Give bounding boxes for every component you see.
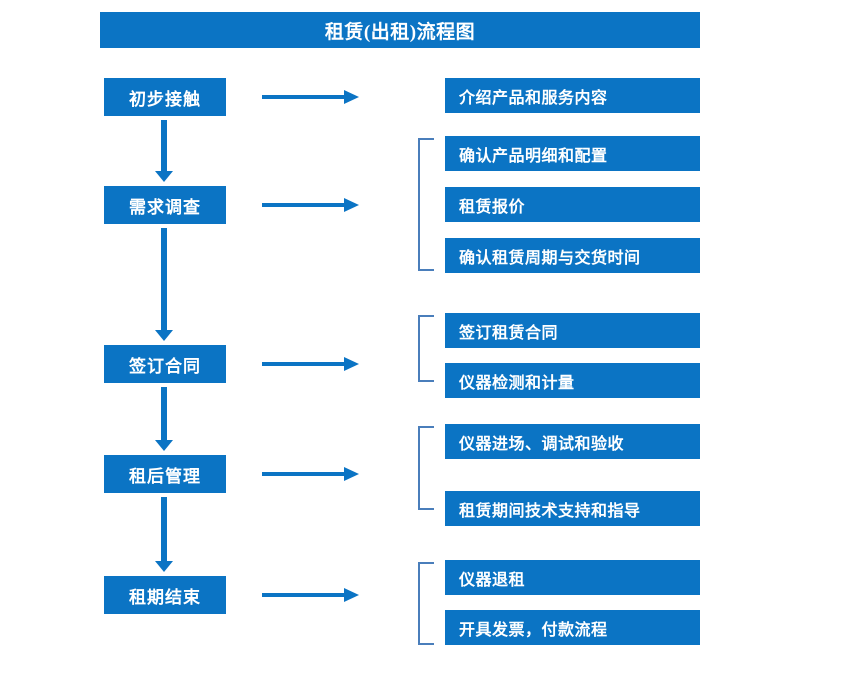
detail-box-intro-products[interactable]: 介绍产品和服务内容 [445,78,700,113]
horizontal-arrow-3 [262,357,362,371]
stage-box-zuqi-jieshu[interactable]: 租期结束 [104,576,226,614]
horizontal-arrow-5 [262,588,362,602]
stage-box-qianding-hetong[interactable]: 签订合同 [104,345,226,383]
page-title: 租赁(出租)流程图 [100,12,700,48]
stage-box-xuqiu-diaocha[interactable]: 需求调查 [104,186,226,224]
detail-box-confirm-product-config[interactable]: 确认产品明细和配置 [445,136,700,171]
group-bracket-zuqi-jieshu [418,562,434,645]
detail-box-instrument-inspection[interactable]: 仪器检测和计量 [445,363,700,398]
detail-box-instrument-onsite-commission[interactable]: 仪器进场、调试和验收 [445,424,700,459]
detail-box-confirm-period-delivery[interactable]: 确认租赁周期与交货时间 [445,238,700,273]
horizontal-arrow-4 [262,467,362,481]
vertical-arrow-3 [155,387,173,451]
detail-box-rental-quote[interactable]: 租赁报价 [445,187,700,222]
vertical-arrow-1 [155,120,173,182]
detail-box-invoice-payment[interactable]: 开具发票，付款流程 [445,610,700,645]
horizontal-arrow-1 [262,90,362,104]
horizontal-arrow-2 [262,198,362,212]
detail-box-technical-support[interactable]: 租赁期间技术支持和指导 [445,491,700,526]
detail-box-sign-rental-contract[interactable]: 签订租赁合同 [445,313,700,348]
stage-box-zuhou-guanli[interactable]: 租后管理 [104,455,226,493]
group-bracket-xuqiu-diaocha [418,138,434,271]
vertical-arrow-2 [155,228,173,341]
group-bracket-qianding-hetong [418,315,434,382]
detail-box-instrument-return[interactable]: 仪器退租 [445,560,700,595]
vertical-arrow-4 [155,497,173,572]
stage-box-chubu-jiechu[interactable]: 初步接触 [104,78,226,116]
group-bracket-zuhou-guanli [418,426,434,510]
